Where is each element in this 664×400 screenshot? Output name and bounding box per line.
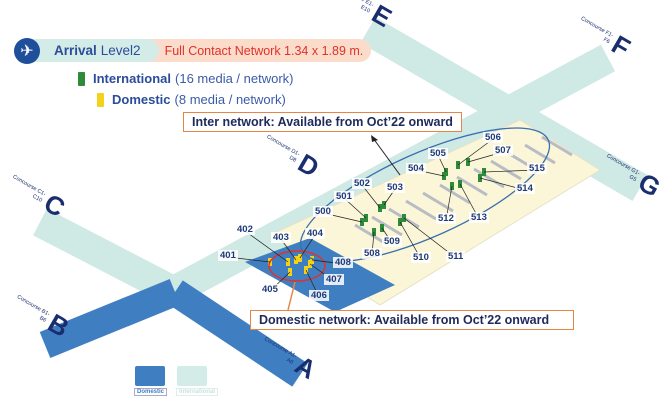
gate-label-501: 501: [334, 191, 354, 202]
gate-label-407: 407: [324, 274, 344, 285]
legend-detail: (8 media / network): [174, 92, 286, 107]
gate-label-511: 511: [446, 251, 466, 262]
jet-bridge: [371, 215, 403, 237]
domestic-highlight: [268, 250, 326, 282]
legend-label: Domestic: [112, 92, 171, 107]
domestic-media-icon: [97, 92, 104, 107]
gate-label-403: 403: [271, 232, 291, 243]
concourse-bands: [33, 17, 648, 387]
concourse-b-band: [39, 279, 181, 358]
gate-label-405: 405: [260, 284, 280, 295]
leader-line-506: [457, 138, 494, 166]
gate-label-504: 504: [406, 163, 426, 174]
international-highlight: [299, 127, 551, 263]
gate-label-510: 510: [411, 252, 431, 263]
gate-label-505: 505: [428, 148, 448, 159]
gate-label-512: 512: [436, 213, 456, 224]
jet-bridge: [541, 135, 573, 157]
gate-label-507: 507: [493, 145, 513, 156]
gate-label-515: 515: [527, 163, 547, 174]
legend-detail: (16 media / network): [175, 71, 294, 86]
gate-label-408: 408: [333, 257, 353, 268]
international-callout: Inter network: Available from Oct’22 onw…: [183, 112, 462, 132]
jet-bridge: [405, 199, 437, 221]
arrival-label: Arrival: [54, 43, 97, 58]
inter-callout-arrow: [372, 137, 401, 176]
dom-callout-connector: [287, 281, 296, 311]
jet-bridge: [524, 143, 556, 165]
gate-label-513: 513: [469, 212, 489, 223]
gate-label-506: 506: [483, 132, 503, 143]
airplane-arrival-icon: ✈: [14, 37, 40, 64]
gate-label-402: 402: [235, 224, 255, 235]
gate-label-406: 406: [309, 290, 329, 301]
legend-international: International(16 media / network): [78, 71, 294, 86]
legend-label: International: [93, 71, 172, 86]
jet-bridge: [473, 167, 505, 189]
jet-bridge: [439, 183, 471, 205]
arrow-head: [371, 135, 378, 142]
map-legend-domestic-swatch: [135, 366, 165, 386]
concourse-a-band: [167, 280, 308, 387]
jet-bridge: [490, 159, 522, 181]
concourse-d-f-band: [164, 44, 616, 306]
legend-domestic: Domestic(8 media / network): [97, 92, 286, 107]
map-legend-international: International: [176, 388, 219, 396]
map-legend-domestic: Domestic: [134, 388, 168, 396]
gate-label-503: 503: [385, 182, 405, 193]
level-label: Level2: [100, 43, 141, 58]
gate-label-508: 508: [362, 248, 382, 259]
jet-bridge: [354, 223, 386, 245]
international-media-icon: [78, 71, 85, 86]
gate-label-502: 502: [352, 178, 372, 189]
map-legend-international-swatch: [177, 366, 207, 386]
network-size: Full Contact Network 1.34 x 1.89 m.: [146, 39, 372, 62]
domestic-callout: Domestic network: Available from Oct’22 …: [250, 310, 575, 330]
concourse-c-band: [33, 208, 182, 306]
gate-label-401: 401: [218, 250, 238, 261]
gate-label-514: 514: [515, 183, 535, 194]
leader-line-402: [244, 230, 289, 263]
gate-label-404: 404: [305, 228, 325, 239]
gate-label-509: 509: [382, 236, 402, 247]
gate-label-500: 500: [313, 206, 333, 217]
